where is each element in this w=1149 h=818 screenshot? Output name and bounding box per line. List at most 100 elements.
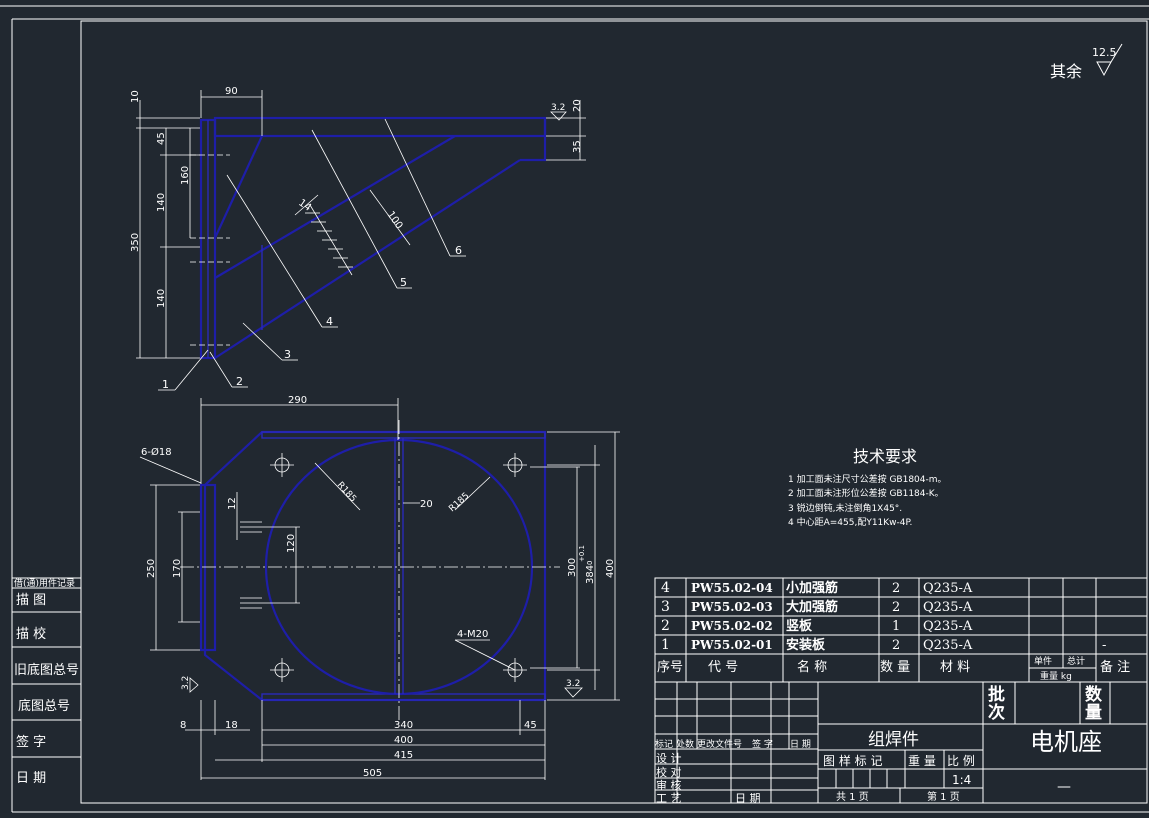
left-row-2: 描 校 [16, 626, 46, 642]
dim-120: 120 [286, 534, 297, 553]
part-qty: 2 [892, 581, 900, 596]
dim-505: 505 [363, 768, 382, 779]
dim-400-height: 400 [605, 559, 616, 578]
role-design: 设 计 [656, 752, 682, 765]
dim-6-holes: 6-Ø18 [141, 446, 172, 458]
top-mounting-plate [213, 116, 547, 138]
dim-160: 160 [180, 166, 191, 185]
part-name: 安装板 [786, 637, 826, 653]
hdr-no: 序号 [657, 660, 683, 675]
part-note: - [1102, 638, 1106, 653]
dim-250: 250 [146, 559, 157, 578]
callout-2: 2 [236, 375, 243, 388]
dim-35: 35 [572, 140, 583, 153]
rev-date: 日 期 [790, 739, 811, 750]
rev-file: 更改文件号 [697, 738, 742, 750]
tech-title: 技术要求 [853, 447, 917, 466]
label-weight: 重 量 [908, 754, 936, 768]
left-row-4: 底图总号 [18, 698, 70, 714]
hdr-code: 代 号 [708, 660, 738, 675]
bolt-holes [270, 453, 527, 682]
part-qty: 1 [892, 619, 900, 634]
callout-1: 1 [162, 378, 169, 391]
parts-list [654, 577, 1148, 683]
dim-r185-left: R185 [335, 480, 358, 504]
rev-count: 处数 [676, 738, 694, 750]
part-name: 竖板 [786, 618, 813, 634]
dim-20-center: 20 [420, 499, 433, 510]
label-pattern-mark: 图 样 标 记 [823, 753, 882, 768]
tech-item-3: 3 锐边倒钝,未注倒角1X45°. [788, 502, 902, 514]
part-material: Q235-A [923, 581, 973, 596]
right-roughness-icon [564, 687, 583, 698]
hdr-qty: 数 量 [880, 660, 910, 675]
hdr-weight-unit: 重量 kg [1040, 670, 1072, 682]
roughness-value: 12.5 [1092, 46, 1117, 59]
part-no: 3 [661, 599, 670, 615]
top-roughness-icon [550, 111, 567, 121]
qty-label-2: 量 [1085, 702, 1102, 723]
dim-340: 340 [394, 720, 413, 731]
dim-18: 18 [225, 720, 238, 731]
hdr-note: 备 注 [1100, 659, 1130, 675]
hdr-unit-weight: 单件 [1034, 655, 1052, 667]
small-gusset-edge [214, 135, 263, 239]
label-scale: 比 例 [947, 754, 975, 768]
part-material: Q235-A [923, 638, 973, 653]
hdr-name: 名 称 [797, 659, 827, 675]
dim-100: 100 [385, 209, 405, 231]
part-no: 2 [661, 618, 670, 634]
part-code: PW55.02-04 [691, 581, 773, 595]
role-review: 审 核 [656, 778, 682, 792]
dim-140-upper: 140 [156, 193, 167, 212]
batch-label-2: 次 [988, 702, 1005, 723]
left-roughness-value: 3.2 [181, 676, 191, 690]
inner-frame [80, 20, 1148, 804]
dim-12: 12 [227, 497, 238, 510]
top-view: 90 10 45 160 140 350 140 20 35 3.2 14 10… [130, 86, 586, 391]
rev-mark: 标记 [655, 738, 673, 750]
part-name: 大加强筋 [786, 599, 838, 615]
batch-label-1: 批 [988, 684, 1005, 705]
parts-header: 序号 代 号 名 称 数 量 材 料 单件 总计 重量 kg 备 注 [657, 655, 1130, 682]
dim-45-bottom: 45 [524, 720, 537, 731]
hdr-material: 材 料 [940, 660, 970, 675]
dim-384: 384 [585, 565, 596, 584]
left-row-3: 旧底图总号 [14, 662, 79, 678]
assembly-name: 组焊件 [868, 730, 919, 750]
right-roughness-value: 3.2 [566, 679, 580, 689]
part-qty: 2 [892, 638, 900, 653]
part-qty: 2 [892, 600, 900, 615]
tol-upper: +0.1 [578, 545, 586, 562]
dim-300: 300 [567, 558, 578, 577]
tech-item-4: 4 中心距A=455,配Y11Kw-4P. [788, 516, 912, 528]
callout-5: 5 [400, 276, 407, 289]
left-row-6: 日 期 [16, 771, 46, 786]
part-code: PW55.02-02 [691, 619, 773, 633]
left-row-1: 描 图 [16, 593, 46, 608]
rev-sign: 签 字 [752, 738, 773, 750]
callout-3: 3 [284, 348, 291, 361]
part-material: Q235-A [923, 619, 973, 634]
dim-350: 350 [130, 233, 141, 252]
qty-label-1: 数 [1085, 684, 1103, 705]
tol-lower: 0 [586, 561, 594, 565]
scale-value: 1:4 [952, 773, 971, 787]
title-block: 批 次 数 量 标记 处数 更改文件号 签 字 日 期 设 计 校 对 审 核 … [654, 681, 1148, 805]
callout-6: 6 [455, 244, 462, 257]
dim-r185-right: R185 [447, 491, 471, 514]
left-row-5: 签 字 [16, 734, 46, 750]
part-name: 小加强筋 [786, 580, 838, 596]
drawing-mark: — [1057, 779, 1071, 795]
part-code: PW55.02-03 [691, 600, 773, 614]
dim-20: 20 [572, 99, 583, 112]
dim-4-m20: 4-M20 [457, 629, 488, 640]
role-process: 工 艺 [656, 792, 682, 805]
dim-140-lower: 140 [156, 289, 167, 308]
dim-90: 90 [225, 86, 238, 97]
tech-item-2: 2 加工面未注形位公差按 GB1184-K。 [788, 487, 944, 499]
part-no: 1 [661, 637, 670, 653]
part-material: Q235-A [923, 600, 973, 615]
